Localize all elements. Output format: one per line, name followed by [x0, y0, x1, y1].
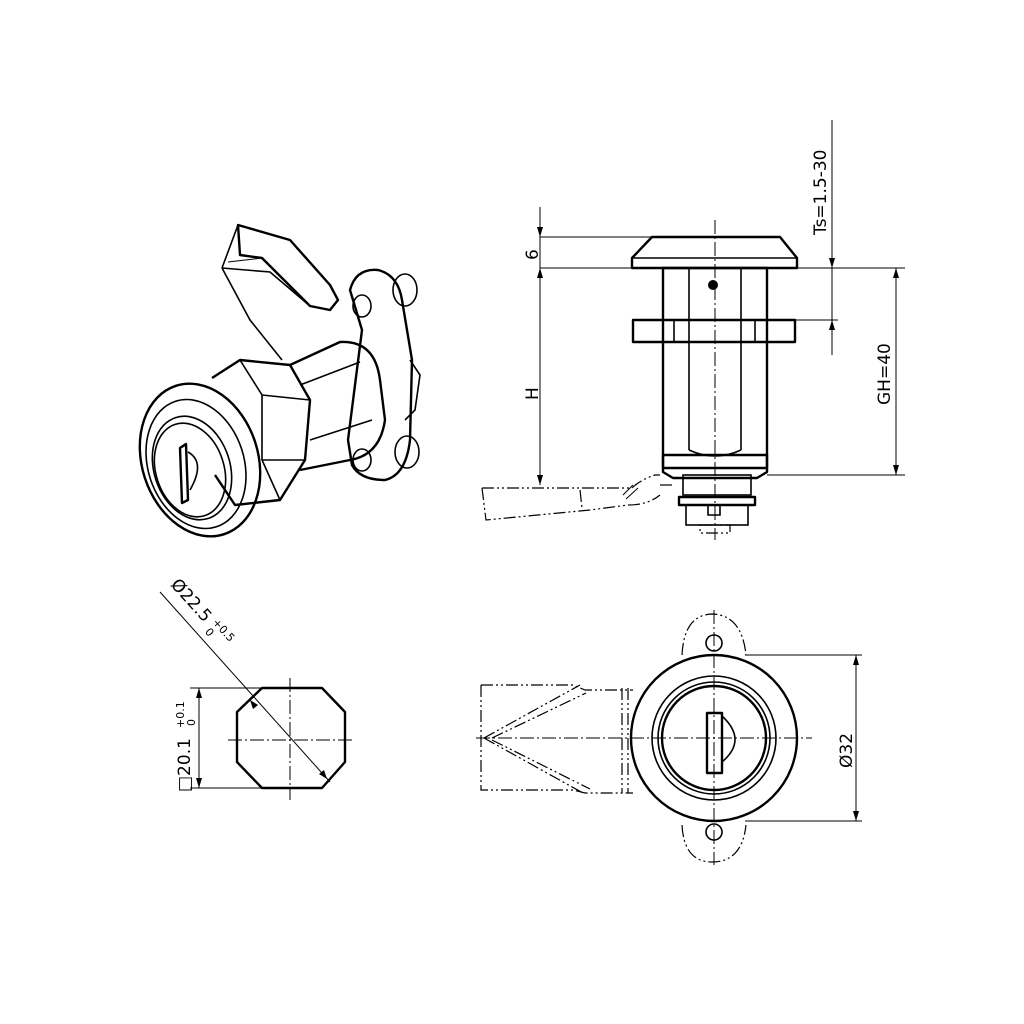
dimension-dia-cutout-label: Ø22.5 [166, 575, 215, 626]
dimension-square-cutout-label: □20.1 [175, 738, 195, 792]
panel-cutout-view [159, 591, 352, 800]
dimension-h-label: H [523, 387, 543, 400]
dimension-square-tol-upper: +0.1 [174, 701, 187, 728]
dimension-square-tol-lower: 0 [185, 719, 198, 726]
dimension-dia-front-label: Ø32 [837, 733, 857, 768]
dimension-gh-label: GH=40 [875, 343, 895, 405]
side-elevation-view [481, 220, 799, 540]
isometric-view [138, 223, 421, 538]
dimension-dia-cutout-tol-lower: 0 [202, 625, 216, 639]
front-view [476, 610, 862, 865]
dimension-six-label: 6 [523, 249, 543, 260]
side-dimensions [537, 120, 905, 485]
dimension-ts-label: Ts=1.5-30 [811, 150, 831, 236]
